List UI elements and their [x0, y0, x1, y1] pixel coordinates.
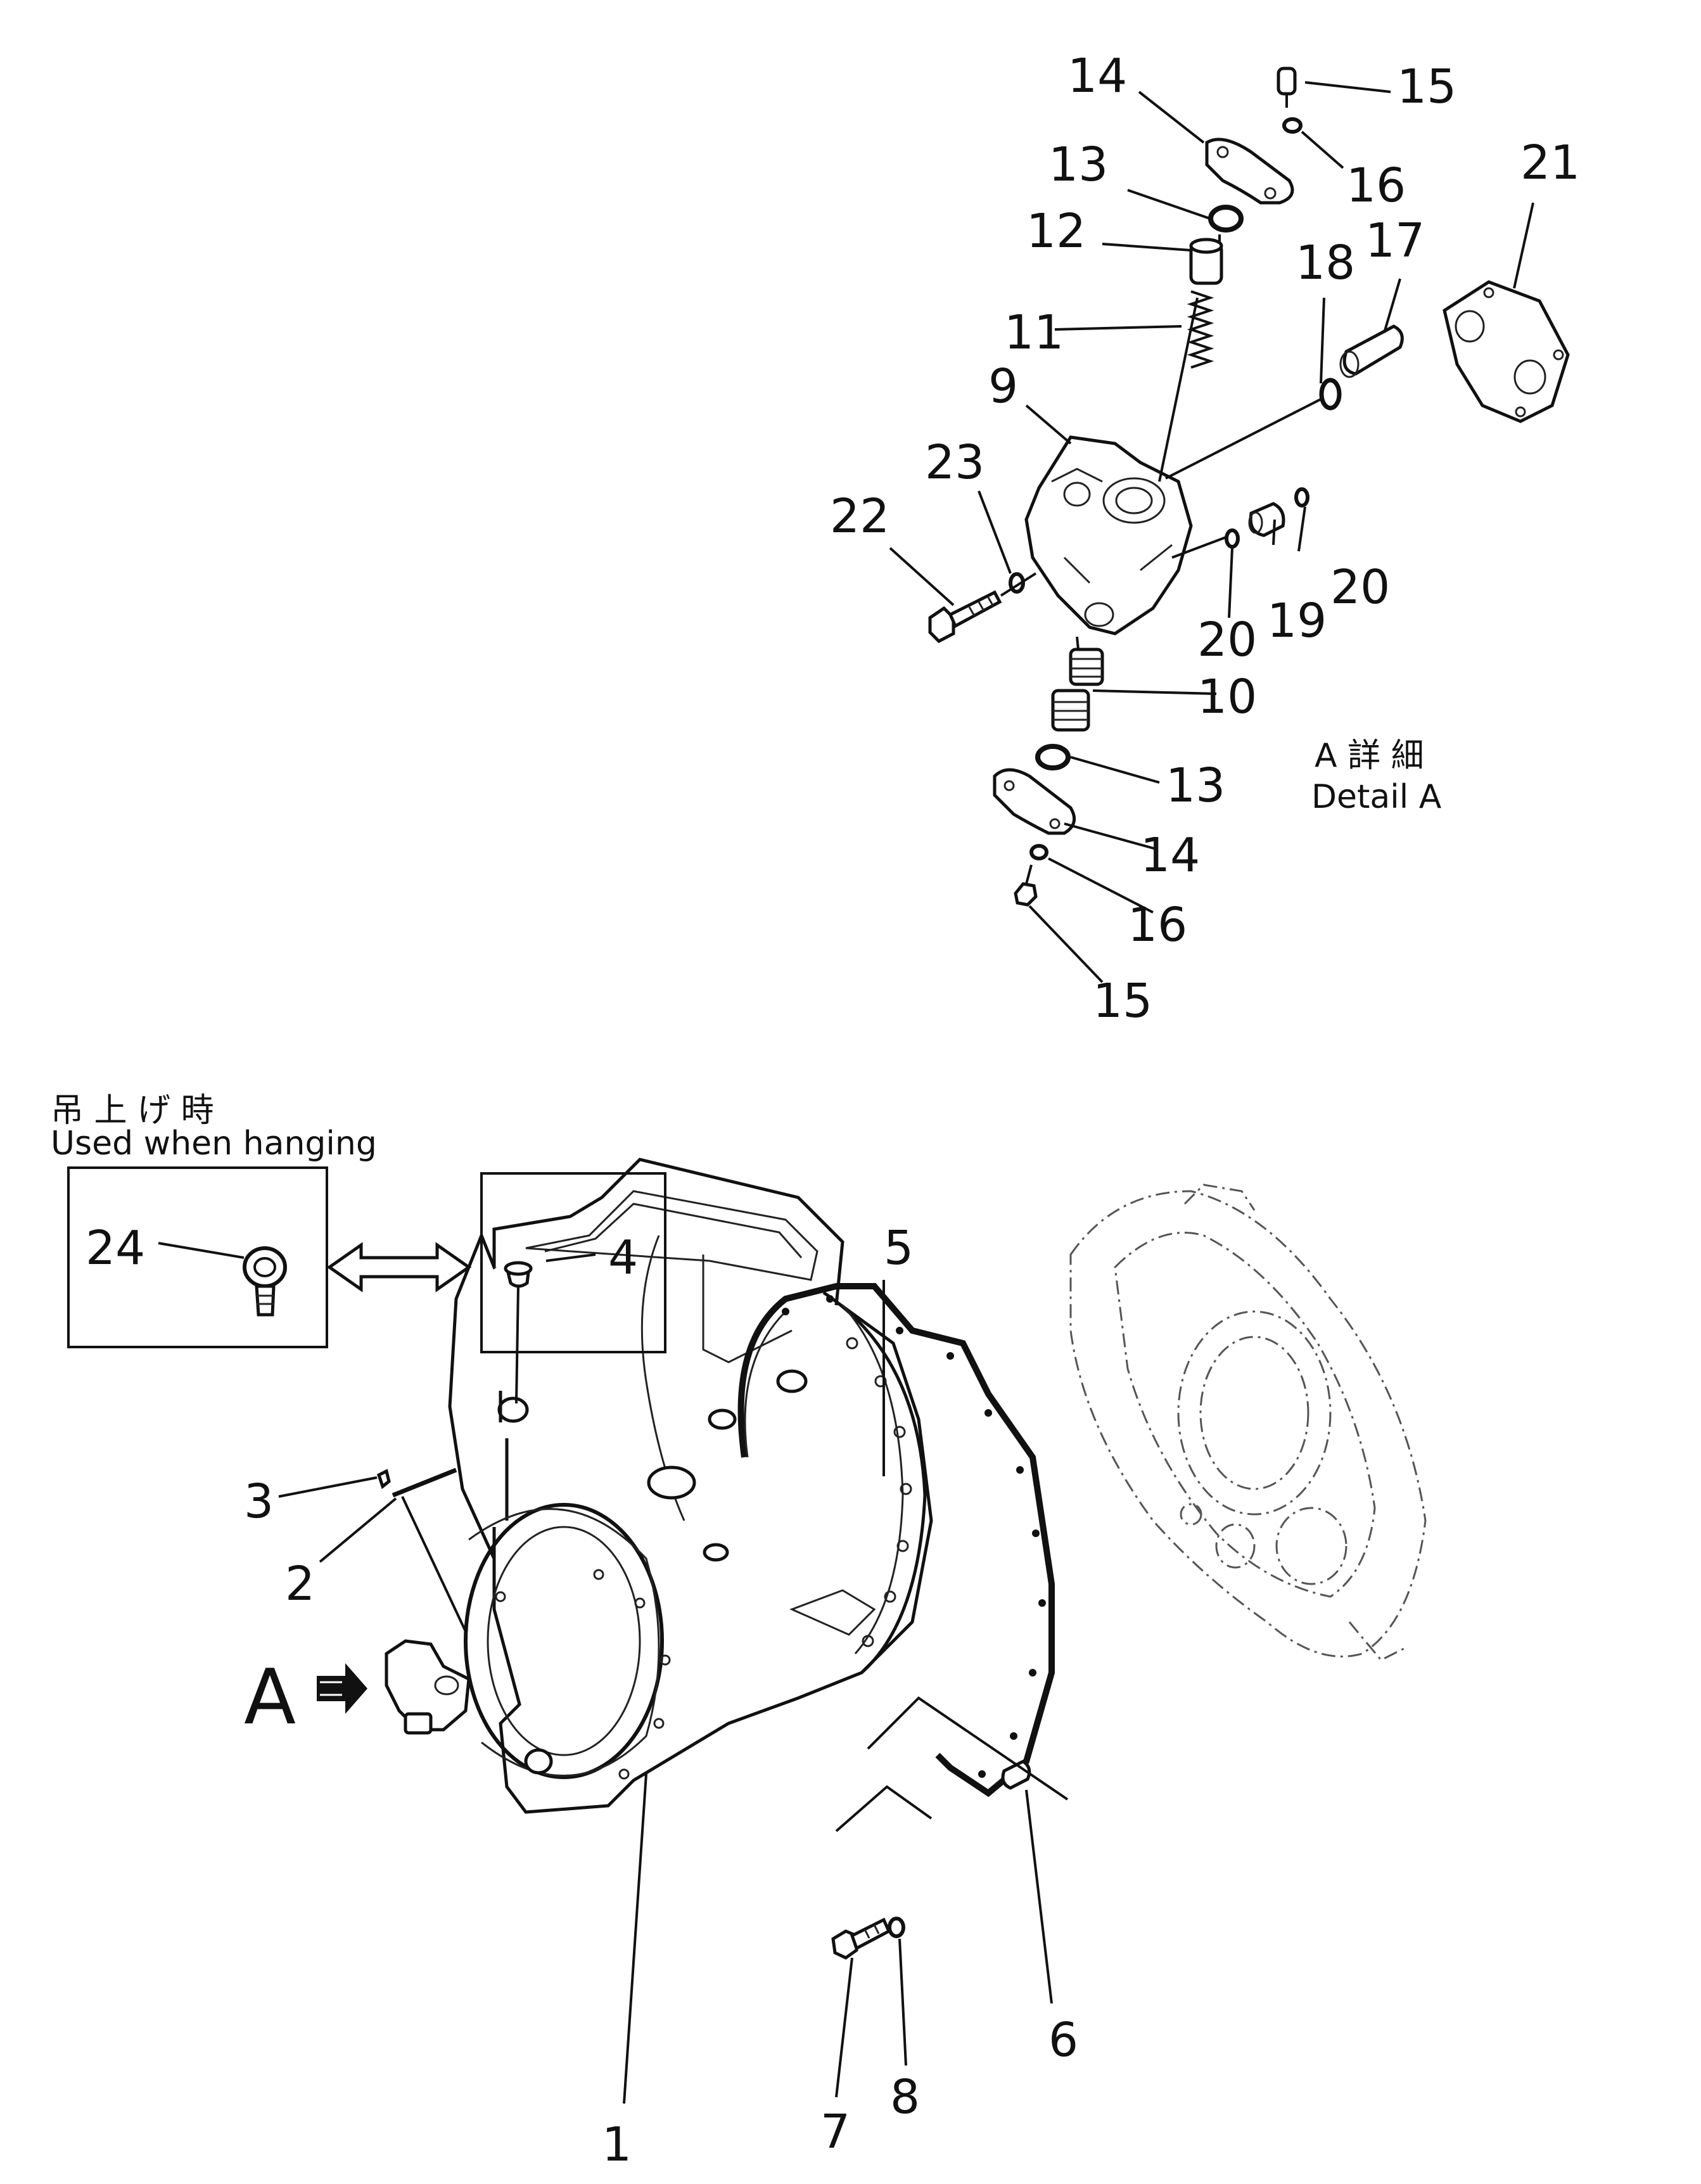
engine-flange-outline: [1069, 1184, 1427, 1661]
label-13-bottom: 13: [1166, 758, 1225, 813]
label-16-top: 16: [1346, 158, 1406, 213]
label-1: 1: [602, 2117, 632, 2172]
detail-caption-en: Detail A: [1311, 778, 1442, 816]
label-2: 2: [285, 1557, 315, 1611]
detail-caption-jp: A 詳 細: [1315, 737, 1424, 775]
eyebolt-24-part: [243, 1246, 287, 1317]
spring-11-part: [1187, 290, 1214, 369]
label-11: 11: [1004, 305, 1064, 360]
label-10: 10: [1197, 670, 1257, 724]
label-13-top: 13: [1048, 137, 1108, 192]
valve-body-part: [1024, 435, 1193, 635]
label-3: 3: [244, 1474, 274, 1529]
bolt-15-bottom-part: [1014, 864, 1038, 907]
label-17: 17: [1365, 214, 1425, 268]
label-21: 21: [1520, 136, 1580, 190]
cover-14-top-part: [1205, 137, 1294, 205]
sleeve-19-part: [1248, 502, 1285, 537]
detail-a-assembly: [928, 67, 1570, 907]
o-ring-20-a-part: [1225, 528, 1240, 549]
flywheel-housing-assembly: [317, 1158, 933, 1814]
label-5: 5: [884, 1221, 914, 1275]
label-20-left: 20: [1197, 613, 1257, 667]
hanging-caption-jp: 吊 上 げ 時: [51, 1092, 214, 1130]
swap-arrow-icon: [326, 1242, 472, 1293]
label-6: 6: [1048, 2013, 1078, 2067]
label-19: 19: [1267, 594, 1327, 648]
plug-4-part: [504, 1261, 533, 1288]
label-4: 4: [608, 1230, 638, 1285]
bolt-15-top-part: [1277, 67, 1297, 108]
hanging-caption-en: Used when hanging: [51, 1125, 377, 1163]
pin-2-part: [392, 1467, 457, 1498]
label-16-bottom: 16: [1128, 898, 1187, 952]
o-ring-13-top-part: [1208, 205, 1244, 233]
label-9: 9: [988, 359, 1018, 414]
o-ring-13-bottom-part: [1035, 744, 1071, 770]
gasket-21-part: [1443, 280, 1570, 423]
label-23: 23: [925, 435, 984, 490]
leader-lines: [158, 81, 1534, 2104]
gasket-5-part: [737, 1283, 1055, 1798]
pin-17-part: [1339, 324, 1404, 378]
label-18: 18: [1296, 236, 1355, 290]
label-20-right: 20: [1330, 560, 1390, 615]
label-15-bottom: 15: [1093, 974, 1152, 1028]
plug-12-part: [1189, 238, 1223, 285]
label-8: 8: [890, 2070, 920, 2124]
housing-1-part: [448, 1221, 933, 1814]
hanging-option-box: [67, 1166, 328, 1348]
label-7: 7: [820, 2105, 850, 2159]
plug-10-part: [1051, 648, 1104, 732]
valve-on-housing: [385, 1639, 471, 1735]
callout-labels: 14 15 21 13 16 12 18 17 11 9 23 22 20 19…: [51, 49, 1580, 2172]
label-14-bottom: 14: [1140, 828, 1200, 883]
washer-16-top-part: [1282, 117, 1303, 134]
washer-8-part: [888, 1917, 905, 1938]
flange-bolt-holes: [495, 1337, 912, 1780]
bolt-7-part: [831, 1917, 891, 1960]
label-14-top: 14: [1067, 49, 1127, 103]
label-15-top: 15: [1397, 60, 1456, 114]
cover-14-bottom-part: [993, 768, 1076, 835]
label-24: 24: [86, 1221, 145, 1275]
bolt-22-part: [928, 590, 1002, 644]
view-a-arrow-icon: [317, 1663, 367, 1714]
screw-3-part: [376, 1469, 391, 1490]
o-ring-20-b-part: [1294, 487, 1309, 508]
label-22: 22: [830, 489, 889, 544]
o-ring-18-part: [1319, 378, 1342, 411]
view-a-label: A: [244, 1654, 296, 1742]
front-bore: [464, 1503, 664, 1779]
washer-16-bottom-part: [1029, 844, 1048, 860]
label-12: 12: [1026, 204, 1086, 259]
plug-option-box: [480, 1172, 666, 1353]
